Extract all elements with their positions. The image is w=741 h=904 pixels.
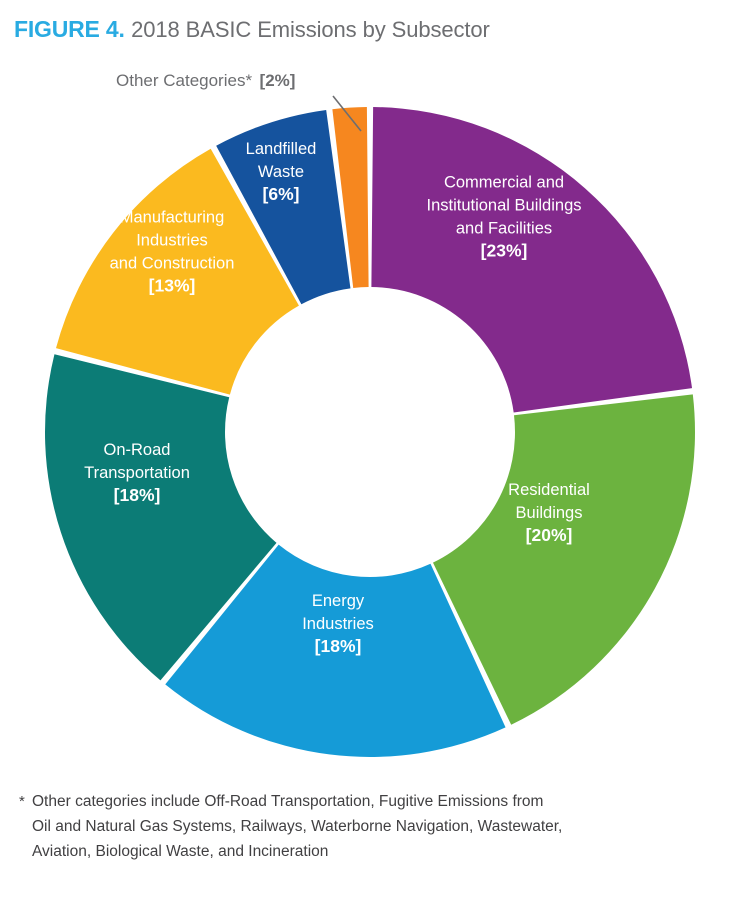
slice-label-value: [18%]: [114, 485, 161, 505]
slice-label-line: Waste: [258, 163, 304, 181]
donut-slice[interactable]: [332, 107, 369, 288]
slice-label-line: and Facilities: [456, 220, 552, 238]
slice-label-line: Institutional Buildings: [426, 197, 581, 215]
other-categories-callout-label: Other Categories*: [116, 71, 253, 90]
slice-label-value: [6%]: [263, 184, 300, 204]
slice-label-line: Buildings: [516, 504, 583, 522]
donut-slice[interactable]: [44, 354, 277, 681]
donut-slice[interactable]: [165, 544, 506, 757]
donut-slice[interactable]: [216, 109, 351, 305]
other-categories-callout: Other Categories* [2%]: [116, 72, 295, 90]
slice-label-line: Landfilled: [246, 140, 317, 158]
figure-title-text: 2018 BASIC Emissions by Subsector: [131, 17, 490, 42]
slice-label-line: Residential: [508, 481, 590, 499]
footnote-line-1: Other categories include Off-Road Transp…: [32, 793, 544, 810]
slice-label-value: [18%]: [315, 636, 362, 656]
slice-label-value: [20%]: [526, 525, 573, 545]
slice-label-line: Transportation: [84, 464, 190, 482]
donut-slice[interactable]: [56, 148, 299, 395]
donut-slice[interactable]: [432, 394, 695, 725]
page-title: FIGURE 4. 2018 BASIC Emissions by Subsec…: [14, 18, 490, 41]
slice-label-value: [13%]: [149, 276, 196, 296]
slice-label-line: Manufacturing: [120, 209, 225, 227]
footnote-line-2: Oil and Natural Gas Systems, Railways, W…: [32, 818, 563, 836]
other-categories-callout-value: [2%]: [259, 71, 296, 90]
slice-label-line: Industries: [302, 615, 374, 633]
footnote-line-3: Aviation, Biological Waste, and Incinera…: [32, 843, 329, 861]
figure-number-label: FIGURE 4.: [14, 16, 125, 42]
slice-label-line: Commercial and: [444, 174, 564, 192]
footnote-asterisk: *: [19, 793, 25, 810]
slice-label-line: On-Road: [104, 441, 171, 459]
slice-label-line: Energy: [312, 592, 365, 610]
slice-label-line: and Construction: [110, 255, 235, 273]
footnote: * Other categories include Off-Road Tran…: [19, 789, 692, 864]
donut-slice[interactable]: [371, 107, 693, 413]
callout-leader-line: [332, 95, 362, 132]
slice-label-value: [23%]: [481, 241, 528, 261]
donut-slices-group: [44, 107, 695, 757]
slice-label-line: Industries: [136, 232, 208, 250]
